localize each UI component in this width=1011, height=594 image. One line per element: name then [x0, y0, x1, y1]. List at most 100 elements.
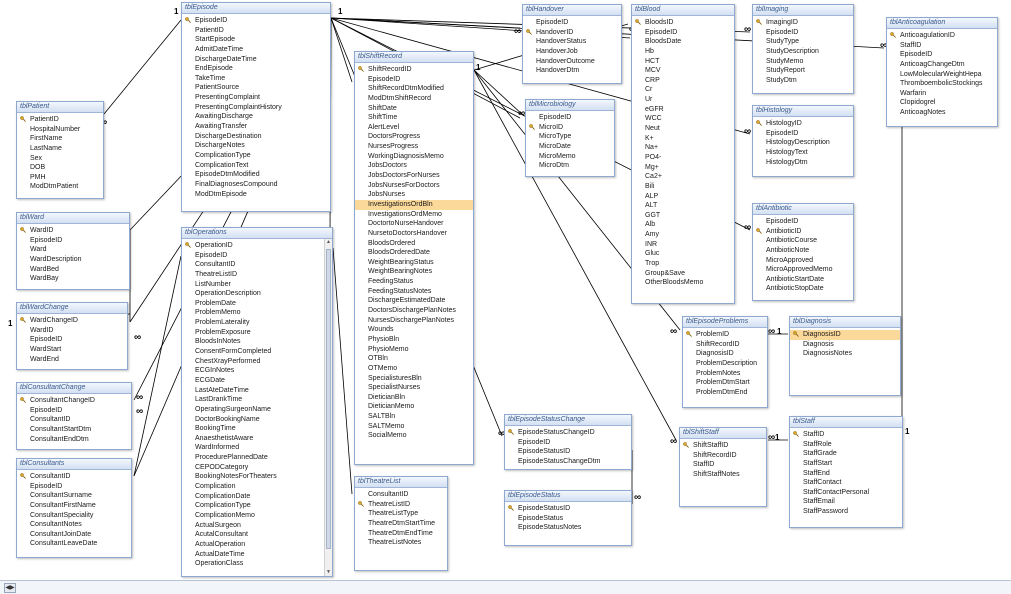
field-item[interactable]: StaffStart [790, 459, 902, 469]
field-item[interactable]: NursesProgress [355, 142, 473, 152]
field-item[interactable]: BookingNotesForTheaters [182, 472, 332, 482]
field-item[interactable]: ConsultantFirstName [17, 501, 131, 511]
scroll-thumb[interactable] [326, 249, 331, 549]
field-item[interactable]: ImagingID [753, 18, 853, 28]
field-item[interactable]: WardBay [17, 274, 129, 284]
field-item[interactable]: WardChangeID [17, 316, 127, 326]
field-item[interactable]: OperationID [182, 241, 332, 251]
field-item[interactable]: ModDtmEpisode [182, 190, 330, 200]
field-item[interactable]: Bili [632, 182, 734, 192]
field-item[interactable]: TakeTime [182, 74, 330, 84]
table-title[interactable]: tblMicrobiology [526, 100, 614, 111]
field-item[interactable]: SocialMemo [355, 431, 473, 441]
relationship-line[interactable] [332, 247, 353, 495]
table-title[interactable]: tblHistology [753, 106, 853, 117]
field-item[interactable]: SALTMemo [355, 422, 473, 432]
field-item[interactable]: ActualOperation [182, 540, 332, 550]
field-item[interactable]: ProblemLaterality [182, 318, 332, 328]
field-item[interactable]: WorkingDiagnosisMemo [355, 152, 473, 162]
field-item[interactable]: StaffID [790, 430, 902, 440]
table-title[interactable]: tblImaging [753, 5, 853, 16]
field-item[interactable]: ALT [632, 201, 734, 211]
field-item[interactable]: WeightBearingNotes [355, 267, 473, 277]
field-item[interactable]: EpisodeID [182, 251, 332, 261]
field-item[interactable]: ProblemMemo [182, 308, 332, 318]
field-item[interactable]: ListNumber [182, 280, 332, 290]
field-item[interactable]: WardEnd [17, 355, 127, 365]
field-item[interactable]: PresentingComplaintHistory [182, 103, 330, 113]
field-item[interactable]: HandoverOutcome [523, 57, 621, 67]
field-item[interactable]: WardID [17, 326, 127, 336]
field-item[interactable]: InvestigationsOrdBln [355, 199, 473, 210]
field-item[interactable]: ProcedurePlannedDate [182, 453, 332, 463]
field-item[interactable]: Wounds [355, 325, 473, 335]
field-item[interactable]: Ward [17, 245, 129, 255]
table-title[interactable]: tblAnticoagulation [887, 18, 997, 29]
field-item[interactable]: ConsultantID [17, 472, 131, 482]
field-item[interactable]: WardDescription [17, 255, 129, 265]
field-item[interactable]: PatientID [182, 26, 330, 36]
field-item[interactable]: ConsultantNotes [17, 520, 131, 530]
field-item[interactable]: AntibioticCourse [753, 236, 853, 246]
table-title[interactable]: tblDiagnosis [790, 317, 900, 328]
field-item[interactable]: AntibioticNote [753, 246, 853, 256]
field-item[interactable]: PatientID [17, 115, 103, 125]
field-item[interactable]: MCV [632, 66, 734, 76]
field-item[interactable]: ConsultantSpeciality [17, 511, 131, 521]
field-item[interactable]: ComplicationDate [182, 492, 332, 502]
field-item[interactable]: TheatreListID [182, 270, 332, 280]
field-item[interactable]: AnticoagNotes [887, 108, 997, 118]
table-title[interactable]: tblBlood [632, 5, 734, 16]
field-item[interactable]: Gluc [632, 249, 734, 259]
field-item[interactable]: EpisodeID [753, 129, 853, 139]
field-item[interactable]: LowMolecularWeightHepa [887, 70, 997, 80]
relationship-line[interactable] [473, 69, 525, 117]
field-item[interactable]: BloodsOrderedDate [355, 248, 473, 258]
field-item[interactable]: EpisodeStatusID [505, 504, 631, 514]
field-item[interactable]: LastDrankTime [182, 395, 332, 405]
field-item[interactable]: LastName [17, 144, 103, 154]
field-item[interactable]: AnticoagChangeDtm [887, 60, 997, 70]
field-item[interactable]: AntibioticID [753, 227, 853, 237]
field-item[interactable]: Hb [632, 47, 734, 57]
field-item[interactable]: BloodsID [632, 18, 734, 28]
field-item[interactable]: WardID [17, 226, 129, 236]
field-item[interactable]: NursesDischargePlanNotes [355, 316, 473, 326]
field-item[interactable]: SpecialistNurses [355, 383, 473, 393]
field-item[interactable]: JobsDoctors [355, 161, 473, 171]
field-item[interactable]: StaffEmail [790, 497, 902, 507]
table-title[interactable]: tblOperations [182, 228, 332, 239]
field-item[interactable]: StaffID [887, 41, 997, 51]
field-item[interactable]: HospitalNumber [17, 125, 103, 135]
field-item[interactable]: DieticianBln [355, 393, 473, 403]
field-item[interactable]: ModDtmShiftRecord [355, 94, 473, 104]
field-item[interactable]: OtherBloodsMemo [632, 278, 734, 288]
field-item[interactable]: ShiftStaffID [680, 441, 766, 451]
field-item[interactable]: ECGInNotes [182, 366, 332, 376]
field-item[interactable]: CRP [632, 76, 734, 86]
field-item[interactable]: FeedingStatusNotes [355, 287, 473, 297]
field-item[interactable]: WardInformed [182, 443, 332, 453]
field-item[interactable]: ALP [632, 192, 734, 202]
table-title[interactable]: tblEpisodeStatus [505, 491, 631, 502]
field-item[interactable]: CEPODCategory [182, 463, 332, 473]
field-item[interactable]: Na+ [632, 143, 734, 153]
field-item[interactable]: StudyType [753, 37, 853, 47]
field-item[interactable]: HandoverJob [523, 47, 621, 57]
field-item[interactable]: EpisodeID [887, 50, 997, 60]
field-item[interactable]: NursetoDoctorsHandover [355, 229, 473, 239]
field-item[interactable]: ThromboembolicStockings [887, 79, 997, 89]
field-item[interactable]: ShiftRecordID [683, 340, 767, 350]
field-item[interactable]: Trop [632, 259, 734, 269]
field-item[interactable]: JobsDoctorsForNurses [355, 171, 473, 181]
